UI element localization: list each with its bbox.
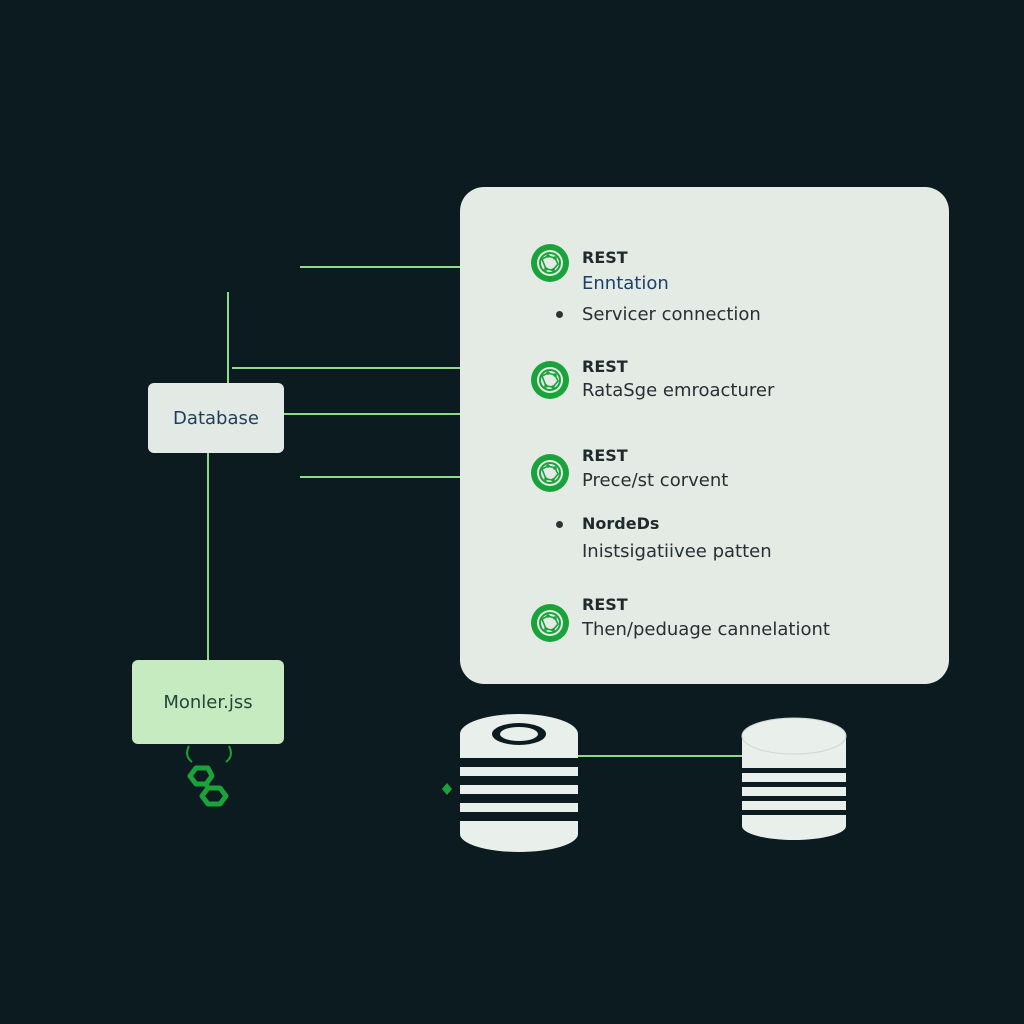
globe-network-icon <box>531 244 569 282</box>
rest-entry-2-text: RataSge emroacturer <box>582 380 775 401</box>
monler-node[interactable]: Monler.jss <box>132 660 284 744</box>
bullet-1-text: Servicer connection <box>582 304 761 325</box>
hexagon-chain-icon <box>187 765 229 807</box>
rest-entry-4-text: Then/peduage cannelationt <box>582 619 830 640</box>
rest-entry-2-title: REST <box>582 357 628 376</box>
globe-network-icon <box>531 604 569 642</box>
globe-network-icon <box>531 454 569 492</box>
globe-network-icon <box>531 361 569 399</box>
database-node[interactable]: Database <box>148 383 284 453</box>
rest-entry-1-title: REST <box>582 248 628 267</box>
rest-entry-1-text: Enntation <box>582 273 669 294</box>
bullet-2-title: NordeDs <box>582 514 660 533</box>
monler-dangle-right <box>225 745 232 763</box>
bullet-dot-1 <box>556 311 563 318</box>
monler-dangle-left <box>186 745 193 763</box>
rest-panel: REST Enntation Servicer connection REST … <box>460 187 949 684</box>
rest-entry-4-title: REST <box>582 595 628 614</box>
rest-entry-3-title: REST <box>582 446 628 465</box>
database-cylinder-icon[interactable] <box>456 710 582 856</box>
small-diamond-marker <box>442 783 452 795</box>
bullet-dot-2 <box>556 521 563 528</box>
monler-node-label: Monler.jss <box>163 691 253 713</box>
rest-entry-3-text: Prece/st corvent <box>582 470 729 491</box>
bullet-2-text: Inistsigatiivee patten <box>582 541 772 562</box>
database-cylinder-icon[interactable] <box>738 714 850 842</box>
database-node-label: Database <box>173 407 259 429</box>
